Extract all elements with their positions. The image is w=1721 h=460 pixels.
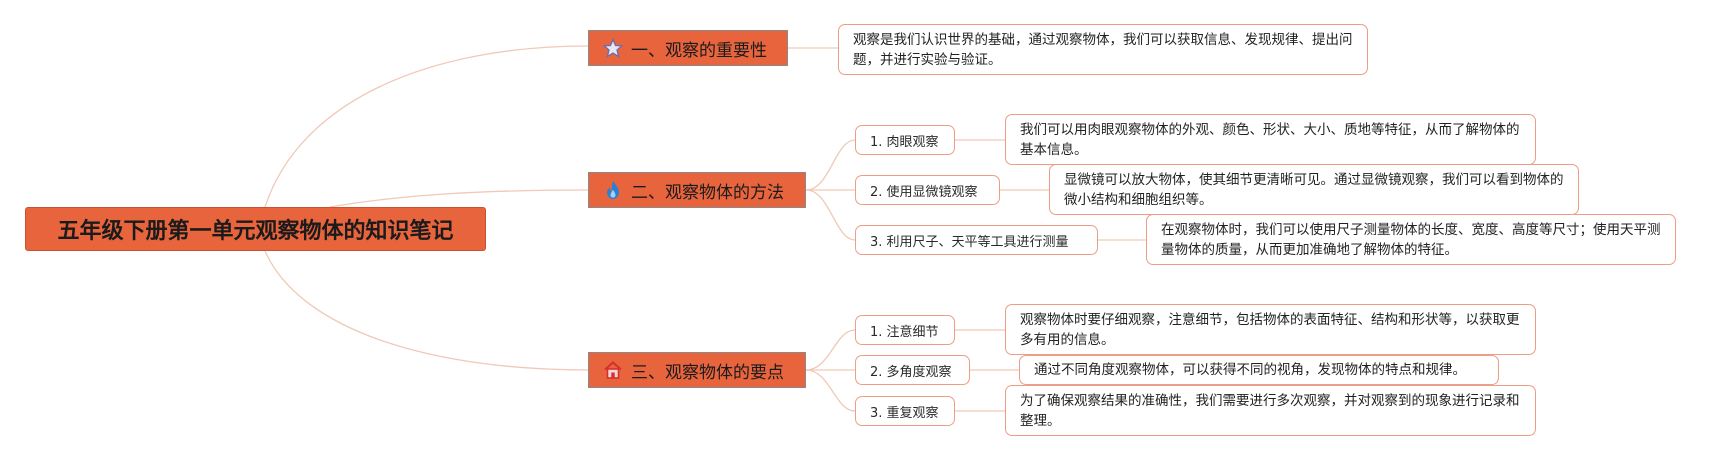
sub-multi-angle[interactable]: 2. 多角度观察 (855, 355, 970, 385)
star-icon (603, 38, 623, 58)
sub-measuring-tools[interactable]: 3. 利用尺子、天平等工具进行测量 (855, 225, 1098, 255)
note-text: 观察物体时要仔细观察，注意细节，包括物体的表面特征、结构和形状等，以获取更多有用… (1020, 311, 1520, 348)
branch-methods[interactable]: 二、观察物体的方法 (588, 172, 806, 208)
sub-repeat[interactable]: 3. 重复观察 (855, 396, 955, 426)
branch-label: 一、观察的重要性 (631, 40, 767, 61)
link-root-branch-1 (264, 45, 589, 208)
note-text: 在观察物体时，我们可以使用尺子测量物体的长度、宽度、高度等尺寸；使用天平测量物体… (1161, 221, 1661, 258)
note-multi-angle: 通过不同角度观察物体，可以获得不同的视角，发现物体的特点和规律。 (1019, 355, 1499, 385)
sub-details[interactable]: 1. 注意细节 (855, 315, 955, 345)
note-text: 通过不同角度观察物体，可以获得不同的视角，发现物体的特点和规律。 (1034, 362, 1466, 378)
branch-label: 三、观察物体的要点 (631, 362, 784, 383)
sub-label: 2. 多角度观察 (870, 364, 952, 380)
branch-key-points[interactable]: 三、观察物体的要点 (588, 352, 806, 388)
branch-label: 二、观察物体的方法 (631, 182, 784, 203)
house-icon (603, 360, 623, 380)
link-root-branch-3 (264, 250, 589, 371)
note-microscope: 显微镜可以放大物体，使其细节更清晰可见。通过显微镜观察，我们可以看到物体的微小结… (1049, 164, 1579, 215)
sub-label: 3. 重复观察 (870, 405, 939, 421)
root-title: 五年级下册第一单元观察物体的知识笔记 (57, 219, 454, 244)
link-b2-sub3 (805, 189, 856, 241)
note-text: 我们可以用肉眼观察物体的外观、颜色、形状、大小、质地等特征，从而了解物体的基本信… (1020, 121, 1520, 158)
sub-naked-eye[interactable]: 1. 肉眼观察 (855, 125, 955, 155)
link-b2-sub1 (805, 139, 856, 191)
flame-icon (603, 180, 623, 200)
link-b3-sub1 (805, 329, 856, 371)
sub-label: 1. 注意细节 (870, 324, 939, 340)
note-details: 观察物体时要仔细观察，注意细节，包括物体的表面特征、结构和形状等，以获取更多有用… (1005, 304, 1536, 355)
link-root-branch-2 (329, 189, 589, 208)
sub-label: 2. 使用显微镜观察 (870, 184, 978, 200)
branch-importance[interactable]: 一、观察的重要性 (588, 30, 788, 66)
note-importance: 观察是我们认识世界的基础，通过观察物体，我们可以获取信息、发现规律、提出问题，并… (838, 24, 1368, 75)
sub-microscope[interactable]: 2. 使用显微镜观察 (855, 175, 1000, 205)
note-text: 为了确保观察结果的准确性，我们需要进行多次观察，并对观察到的现象进行记录和整理。 (1020, 392, 1520, 429)
note-naked-eye: 我们可以用肉眼观察物体的外观、颜色、形状、大小、质地等特征，从而了解物体的基本信… (1005, 114, 1536, 165)
note-measuring-tools: 在观察物体时，我们可以使用尺子测量物体的长度、宽度、高度等尺寸；使用天平测量物体… (1146, 214, 1676, 265)
note-repeat: 为了确保观察结果的准确性，我们需要进行多次观察，并对观察到的现象进行记录和整理。 (1005, 385, 1536, 436)
note-text: 观察是我们认识世界的基础，通过观察物体，我们可以获取信息、发现规律、提出问题，并… (853, 31, 1353, 68)
link-b3-sub3 (805, 369, 856, 412)
note-text: 显微镜可以放大物体，使其细节更清晰可见。通过显微镜观察，我们可以看到物体的微小结… (1064, 171, 1564, 208)
root-topic[interactable]: 五年级下册第一单元观察物体的知识笔记 (25, 207, 486, 251)
sub-label: 1. 肉眼观察 (870, 134, 939, 150)
sub-label: 3. 利用尺子、天平等工具进行测量 (870, 234, 1069, 250)
